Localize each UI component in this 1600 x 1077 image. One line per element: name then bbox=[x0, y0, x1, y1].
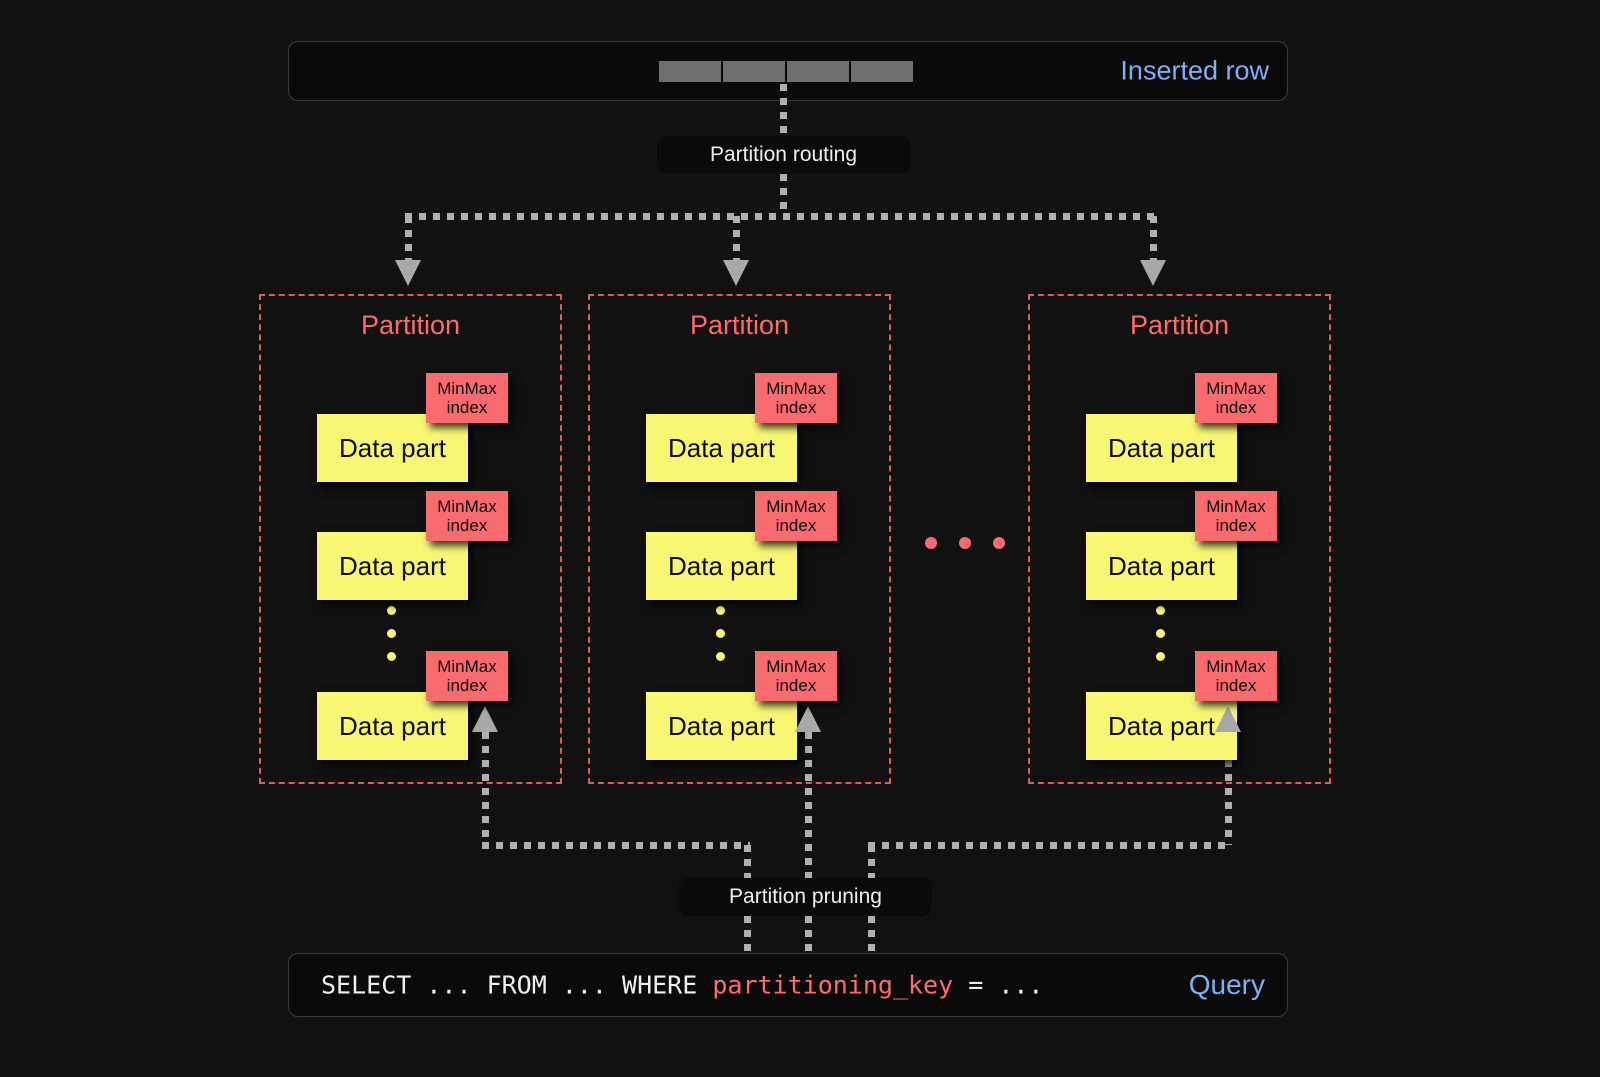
query-suffix: = ... bbox=[953, 970, 1044, 1000]
data-part-group: MinMax index Data part bbox=[646, 651, 886, 761]
connector-bus-left-to-pruning bbox=[744, 845, 751, 880]
data-part-ellipsis bbox=[716, 606, 725, 661]
ellipsis-dot bbox=[1156, 606, 1165, 615]
ellipsis-dot bbox=[387, 606, 396, 615]
partition-ellipsis bbox=[925, 537, 1005, 549]
data-part-box[interactable]: Data part bbox=[317, 532, 468, 600]
partition-title: Partition bbox=[1129, 310, 1230, 340]
minmax-index-box[interactable]: MinMax index bbox=[1195, 491, 1277, 541]
data-part-group: MinMax index Data part bbox=[1086, 491, 1326, 601]
ellipsis-dot bbox=[1156, 629, 1165, 638]
minmax-index-box[interactable]: MinMax index bbox=[755, 373, 837, 423]
data-part-box[interactable]: Data part bbox=[317, 692, 468, 760]
data-part-box[interactable]: Data part bbox=[646, 414, 797, 482]
data-part-group: MinMax index Data part bbox=[646, 491, 886, 601]
arrow-up-partition-2-icon bbox=[795, 706, 821, 732]
data-part-ellipsis bbox=[387, 606, 396, 661]
connector-pruning-to-query-left bbox=[744, 916, 751, 954]
data-part-box[interactable]: Data part bbox=[646, 532, 797, 600]
arrow-down-partition-1-icon bbox=[395, 260, 421, 286]
inserted-row-cells bbox=[659, 61, 913, 82]
data-part-group: MinMax index Data part bbox=[317, 651, 557, 761]
minmax-index-box[interactable]: MinMax index bbox=[755, 651, 837, 701]
minmax-index-box[interactable]: MinMax index bbox=[1195, 373, 1277, 423]
query-partitioning-key: partitioning_key bbox=[712, 970, 954, 1000]
connector-pruning-to-query-right bbox=[868, 916, 875, 954]
connector-bus-to-partition-2 bbox=[733, 216, 740, 264]
partition-routing-label: Partition routing bbox=[709, 143, 858, 166]
data-part-box[interactable]: Data part bbox=[1086, 414, 1237, 482]
data-part-box[interactable]: Data part bbox=[1086, 532, 1237, 600]
ellipsis-dot bbox=[387, 652, 396, 661]
data-part-group: MinMax index Data part bbox=[646, 373, 886, 483]
row-cell bbox=[787, 61, 849, 82]
connector-bus-right-to-pruning bbox=[868, 845, 875, 880]
connector-pruning-to-partition-3 bbox=[1225, 732, 1232, 845]
data-part-box[interactable]: Data part bbox=[1086, 692, 1237, 760]
row-cell bbox=[851, 61, 913, 82]
connector-bus-to-partition-3 bbox=[1150, 216, 1157, 264]
partition-box-3[interactable]: Partition MinMax index Data part MinMax … bbox=[1028, 294, 1331, 784]
inserted-row-bar: Inserted row bbox=[288, 41, 1288, 101]
row-cell bbox=[659, 61, 721, 82]
arrow-down-partition-3-icon bbox=[1140, 260, 1166, 286]
partition-title: Partition bbox=[360, 310, 461, 340]
connector-insert-to-routing bbox=[780, 84, 787, 136]
connector-bus-to-partition-1 bbox=[405, 216, 412, 264]
connector-pruning-to-partition-2 bbox=[805, 732, 812, 880]
query-label: Query bbox=[1188, 969, 1265, 1000]
arrow-up-partition-1-icon bbox=[472, 706, 498, 732]
row-cell bbox=[723, 61, 785, 82]
connector-routing-bus bbox=[405, 213, 1157, 220]
inserted-row-label: Inserted row bbox=[1120, 55, 1269, 86]
connector-routing-to-bus bbox=[780, 174, 787, 216]
ellipsis-dot bbox=[925, 537, 937, 549]
connector-pruning-to-query-mid bbox=[805, 916, 812, 954]
query-bar: SELECT ... FROM ... WHERE partitioning_k… bbox=[288, 953, 1288, 1017]
minmax-index-box[interactable]: MinMax index bbox=[1195, 651, 1277, 701]
query-text: SELECT ... FROM ... WHERE partitioning_k… bbox=[321, 971, 1043, 1000]
ellipsis-dot bbox=[1156, 652, 1165, 661]
data-part-group: MinMax index Data part bbox=[1086, 373, 1326, 483]
ellipsis-dot bbox=[959, 537, 971, 549]
data-part-group: MinMax index Data part bbox=[1086, 651, 1326, 761]
minmax-index-box[interactable]: MinMax index bbox=[755, 491, 837, 541]
partition-pruning-box[interactable]: Partition pruning bbox=[679, 878, 932, 916]
connector-pruning-bus-right bbox=[868, 842, 1232, 849]
partition-routing-box[interactable]: Partition routing bbox=[657, 136, 910, 174]
partition-pruning-label: Partition pruning bbox=[729, 885, 882, 908]
partition-title: Partition bbox=[689, 310, 790, 340]
data-part-box[interactable]: Data part bbox=[646, 692, 797, 760]
data-part-group: MinMax index Data part bbox=[317, 491, 557, 601]
minmax-index-box[interactable]: MinMax index bbox=[426, 491, 508, 541]
partition-box-2[interactable]: Partition MinMax index Data part MinMax … bbox=[588, 294, 891, 784]
data-part-box[interactable]: Data part bbox=[317, 414, 468, 482]
ellipsis-dot bbox=[716, 652, 725, 661]
ellipsis-dot bbox=[387, 629, 396, 638]
connector-pruning-bus-left bbox=[482, 842, 750, 849]
partition-box-1[interactable]: Partition MinMax index Data part MinMax … bbox=[259, 294, 562, 784]
data-part-group: MinMax index Data part bbox=[317, 373, 557, 483]
arrow-up-partition-3-icon bbox=[1215, 706, 1241, 732]
arrow-down-partition-2-icon bbox=[723, 260, 749, 286]
query-prefix: SELECT ... FROM ... WHERE bbox=[321, 970, 713, 1000]
ellipsis-dot bbox=[716, 629, 725, 638]
connector-pruning-to-partition-1 bbox=[482, 732, 489, 845]
ellipsis-dot bbox=[716, 606, 725, 615]
minmax-index-box[interactable]: MinMax index bbox=[426, 651, 508, 701]
minmax-index-box[interactable]: MinMax index bbox=[426, 373, 508, 423]
ellipsis-dot bbox=[993, 537, 1005, 549]
data-part-ellipsis bbox=[1156, 606, 1165, 661]
